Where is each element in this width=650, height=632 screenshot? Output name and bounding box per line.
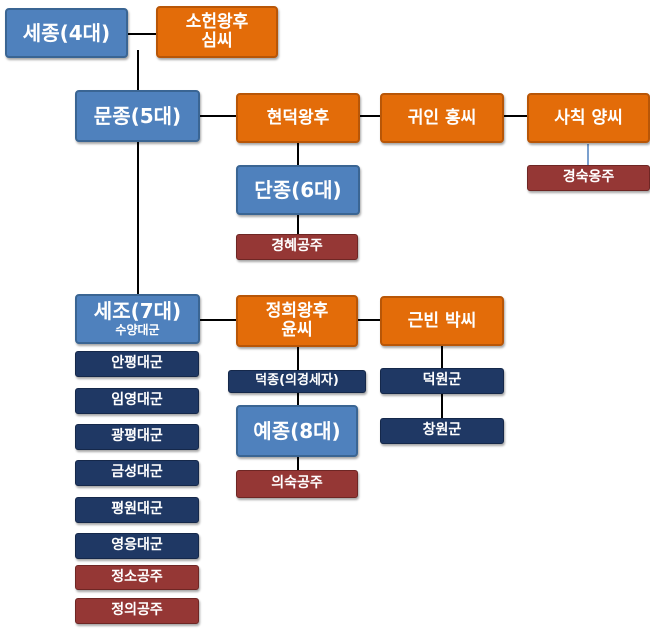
son-changwon: 창원군 [380, 418, 504, 444]
daughter-jeongso: 정소공주 [75, 565, 199, 590]
daughter-jeongso-label: 정소공주 [111, 568, 163, 585]
son-imyeong: 임영대군 [75, 388, 199, 414]
consort-hyeondeok: 현덕왕후 [236, 93, 360, 143]
son-anpyeong: 안평대군 [75, 351, 199, 377]
king-sejong-label: 세종(4대) [22, 21, 111, 45]
daughter-gyeonghye-label: 경혜공주 [271, 238, 323, 255]
son-deogwon-label: 덕원군 [422, 372, 462, 389]
son-pyeongwon: 평원대군 [75, 497, 199, 523]
king-yejong-label: 예종(8대) [253, 419, 341, 443]
king-sejong: 세종(4대) [5, 8, 128, 58]
consort-jeonghui-label: 정희왕후 [265, 301, 329, 322]
son-gwangpyeong-label: 광평대군 [111, 428, 163, 445]
king-danjong: 단종(6대) [236, 165, 360, 215]
son-imyeong-label: 임영대군 [111, 392, 163, 409]
son-gwangpyeong: 광평대군 [75, 424, 199, 450]
son-deokjong-label: 덕종(의경세자) [255, 373, 339, 389]
consort-gwiin-hong-label: 귀인 홍씨 [407, 107, 477, 128]
consort-jeonghui: 정희왕후 윤씨 [236, 295, 358, 347]
daughter-gyeongsuk-label: 경숙옹주 [562, 169, 615, 186]
consort-soheon-surname: 심씨 [201, 31, 233, 51]
son-geumseong-label: 금성대군 [111, 464, 163, 481]
consort-geunbin-park-label: 근빈 박씨 [407, 310, 477, 331]
consort-soheon-label: 소헌왕후 [185, 12, 249, 33]
daughter-gyeongsuk: 경숙옹주 [527, 165, 650, 191]
daughter-jeongui: 정의공주 [75, 598, 199, 624]
daughter-uisuk-label: 의숙공주 [271, 475, 323, 492]
consort-jeonghui-surname: 윤씨 [281, 320, 313, 340]
king-sejo-label: 세조(7대) [93, 299, 182, 324]
son-anpyeong-label: 안평대군 [111, 355, 163, 372]
son-deogwon: 덕원군 [380, 368, 504, 394]
king-munjong-label: 문종(5대) [93, 104, 182, 128]
king-danjong-label: 단종(6대) [254, 178, 342, 202]
consort-geunbin-park: 근빈 박씨 [380, 296, 504, 346]
son-pyeongwon-label: 평원대군 [111, 501, 163, 518]
son-yeongeung-label: 영응대군 [111, 537, 163, 554]
consort-sachik-yang: 사칙 양씨 [527, 93, 650, 143]
consort-gwiin-hong: 귀인 홍씨 [380, 93, 504, 143]
king-sejo-title: 수양대군 [115, 323, 160, 338]
daughter-uisuk: 의숙공주 [236, 470, 358, 498]
daughter-gyeonghye: 경혜공주 [236, 234, 358, 260]
king-munjong: 문종(5대) [75, 90, 200, 142]
consort-soheon: 소헌왕후 심씨 [156, 6, 278, 58]
daughter-jeongui-label: 정의공주 [111, 602, 163, 619]
king-sejo: 세조(7대) 수양대군 [75, 294, 200, 344]
consort-hyeondeok-label: 현덕왕후 [266, 107, 330, 128]
son-yeongeung: 영응대군 [75, 533, 199, 559]
son-changwon-label: 창원군 [422, 422, 462, 439]
son-deokjong: 덕종(의경세자) [228, 370, 366, 393]
consort-sachik-yang-label: 사칙 양씨 [554, 107, 623, 128]
king-yejong: 예종(8대) [236, 405, 358, 457]
son-geumseong: 금성대군 [75, 460, 199, 486]
